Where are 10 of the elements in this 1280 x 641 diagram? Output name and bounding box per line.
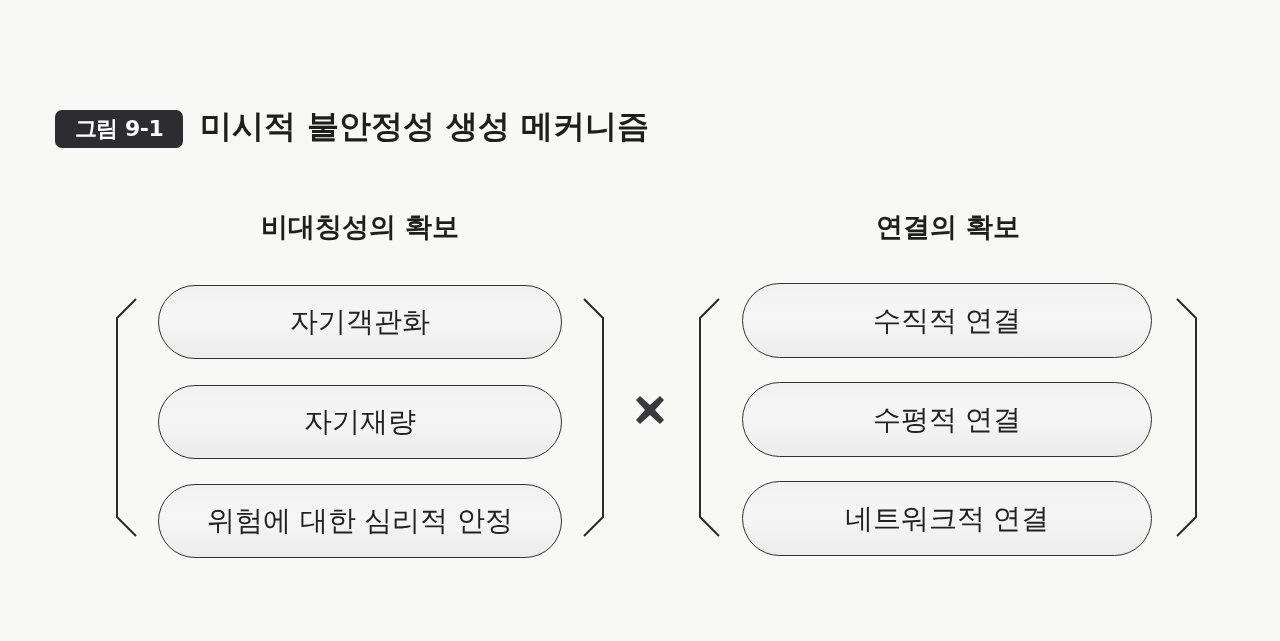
- item-label: 수직적 연결: [872, 302, 1022, 339]
- item-label: 수평적 연결: [872, 401, 1022, 438]
- group-heading: 연결의 확보: [875, 210, 1021, 244]
- item-label: 네트워크적 연결: [844, 500, 1050, 537]
- group-heading: 비대칭성의 확보: [260, 210, 460, 244]
- item-label: 자기재량: [304, 404, 416, 440]
- item-label: 위험에 대한 심리적 안정: [206, 503, 514, 539]
- item-label: 자기객관화: [290, 304, 430, 340]
- figure-number-tag: 그림 9-1: [55, 110, 183, 148]
- figure-title: 미시적 불안정성 생성 메커니즘: [200, 107, 649, 146]
